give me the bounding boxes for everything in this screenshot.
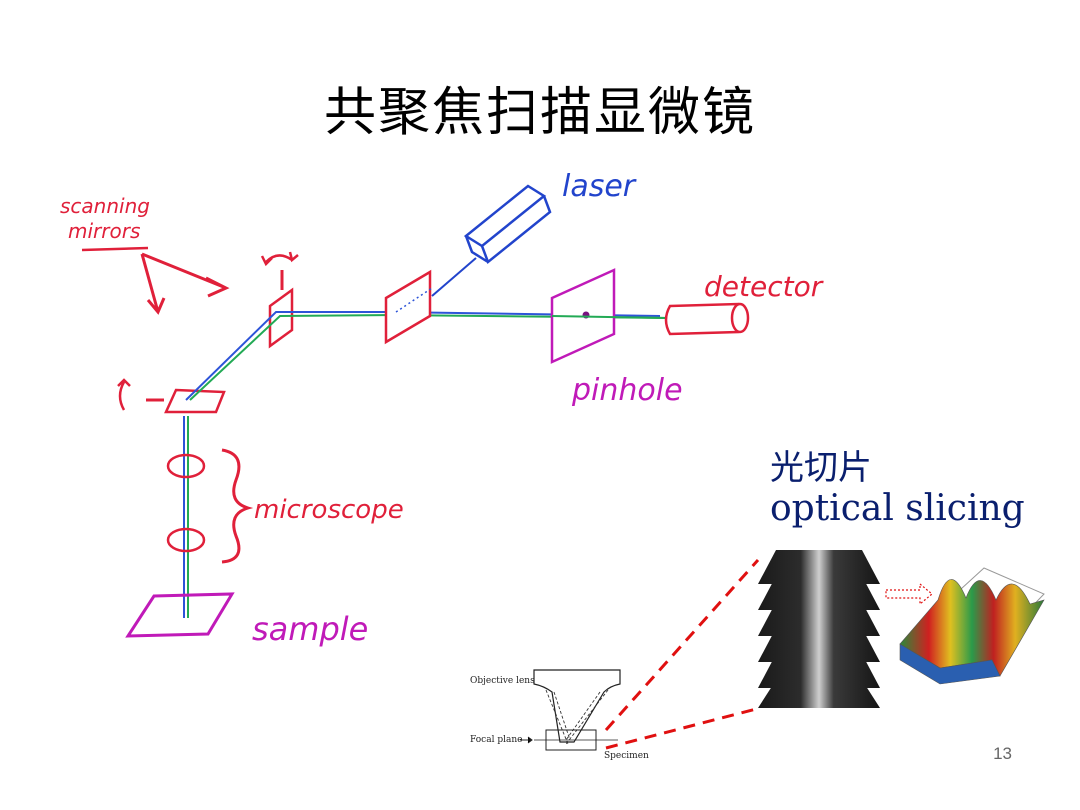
beam-green (187, 314, 667, 618)
scanning-arrow-right (141, 252, 230, 298)
upper-mirror (268, 287, 294, 349)
scanning-label-line2: mirrors (68, 219, 140, 243)
splitter-blue-ray (395, 287, 433, 313)
detector-body (664, 302, 740, 336)
slice-1 (758, 550, 880, 584)
laser-output (431, 257, 477, 297)
microscope-brace (221, 448, 254, 564)
sample-label: sample (252, 610, 368, 648)
lens-lower (166, 527, 206, 553)
slice-3 (758, 602, 880, 636)
optical-slicing-english: optical slicing (770, 488, 1025, 529)
connector-dash-lower (605, 706, 761, 750)
connector-dash-upper (604, 559, 760, 731)
laser-body (463, 184, 552, 265)
beam-blue (183, 311, 661, 618)
surface-plot (899, 579, 1045, 677)
slice-4 (758, 628, 880, 662)
pinhole-label: pinhole (571, 373, 683, 408)
optical-slice-stack (758, 550, 880, 708)
lower-mirror (164, 388, 226, 414)
slice-5 (758, 654, 880, 688)
beam-splitter (384, 269, 432, 345)
lower-mirror-rotation-arrow (117, 378, 131, 411)
slice-2 (758, 576, 880, 610)
objective-diagram: Objective lens Focal plane Specimen (470, 669, 649, 761)
surface-reconstruction (899, 567, 1045, 685)
laser-label: laser (562, 169, 637, 204)
objective-lens-label: Objective lens (470, 676, 535, 686)
scanning-underline (81, 246, 149, 252)
beam-through-pinhole (551, 315, 669, 319)
surface-base (899, 643, 1001, 685)
detector-label: detector (704, 270, 824, 303)
microscope-label: microscope (254, 495, 404, 525)
objective-lens-shape (533, 669, 621, 743)
sample-plate (125, 592, 235, 638)
slice-6 (758, 680, 880, 708)
scanning-label-line1: scanning (60, 194, 150, 218)
scanning-arrow-down (140, 253, 166, 315)
lens-upper (166, 453, 206, 479)
focal-plane-arrow (520, 736, 533, 744)
specimen-label: Specimen (604, 751, 649, 761)
optical-slicing-chinese: 光切片 (770, 448, 872, 488)
page-number: 13 (993, 744, 1012, 763)
focal-plane-label: Focal plane (470, 735, 522, 745)
specimen-box (545, 729, 597, 751)
reconstruction-arrow (885, 582, 933, 606)
detector-window (730, 302, 750, 334)
upper-mirror-rotation-arrow (260, 251, 299, 267)
slide-title: 共聚焦扫描显微镜 (323, 83, 756, 143)
